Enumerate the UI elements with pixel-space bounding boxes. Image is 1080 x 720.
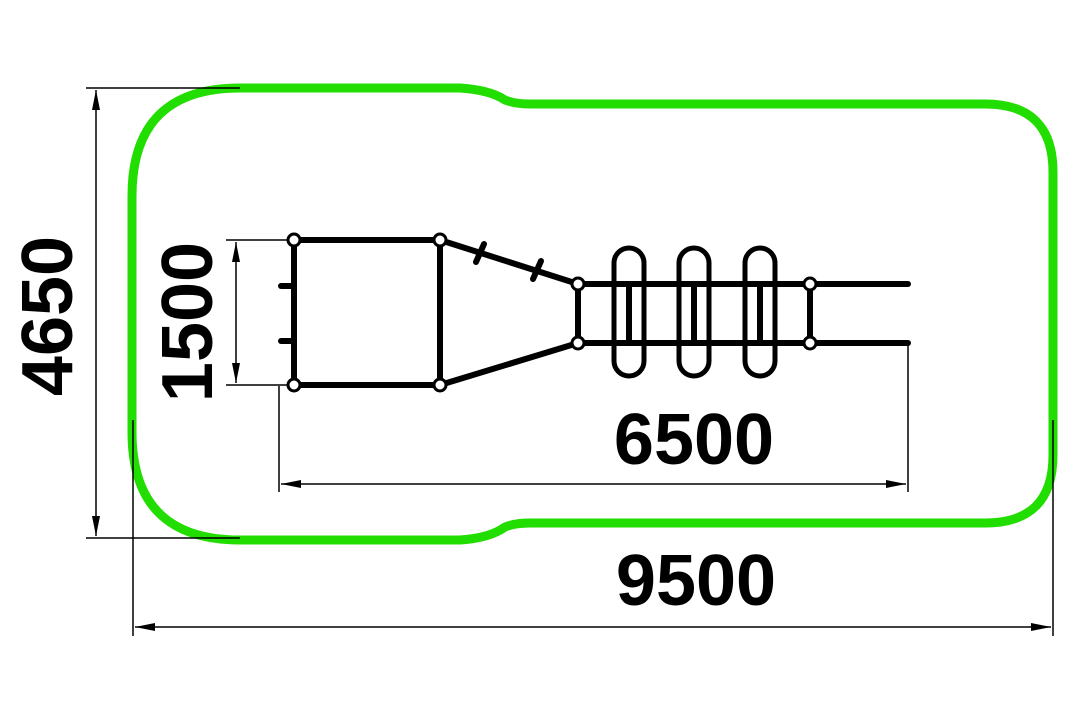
height-dimension-label: 4650 [8, 236, 88, 396]
rail-tick-1 [473, 241, 487, 265]
rung-loop-1 [611, 245, 647, 379]
height-dimension: 4650 [8, 87, 240, 539]
joint-node [802, 335, 818, 351]
rail-tick-2 [530, 258, 544, 282]
joint-node [802, 276, 818, 292]
square-platform [291, 237, 443, 388]
width-dimension-label: 9500 [616, 541, 776, 621]
rung-loop-3 [742, 245, 778, 379]
joint-node [570, 335, 586, 351]
equipment-plan [278, 232, 911, 393]
equipment-width-dimension: 1500 [148, 239, 295, 402]
safety-zone-outline [127, 83, 1058, 545]
joint-node [570, 276, 586, 292]
length-dimension-label: 6500 [614, 400, 774, 480]
width-dimension: 9500 [132, 420, 1054, 636]
joint-node [286, 232, 302, 248]
joint-node [286, 377, 302, 393]
joint-node [432, 377, 448, 393]
equipment-width-dimension-label: 1500 [148, 242, 228, 402]
joint-node [432, 232, 448, 248]
transition-top-rail [437, 237, 581, 287]
length-dimension: 6500 [278, 342, 909, 492]
transition-bottom-rail [437, 340, 581, 388]
rung-loop-2 [676, 245, 712, 379]
